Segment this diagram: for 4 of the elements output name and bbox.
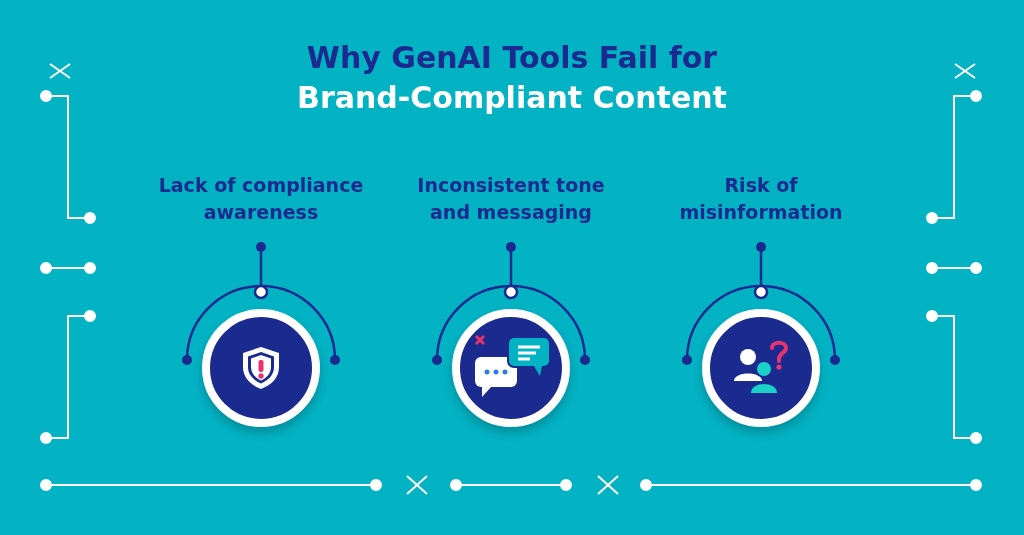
heading: Inconsistent tone and messaging <box>416 173 606 225</box>
heading: Lack of compliance awareness <box>157 173 365 225</box>
title: Why GenAI Tools Fail for Brand-Compliant Content <box>296 39 728 117</box>
heading: Risk of misinformation <box>678 173 844 225</box>
